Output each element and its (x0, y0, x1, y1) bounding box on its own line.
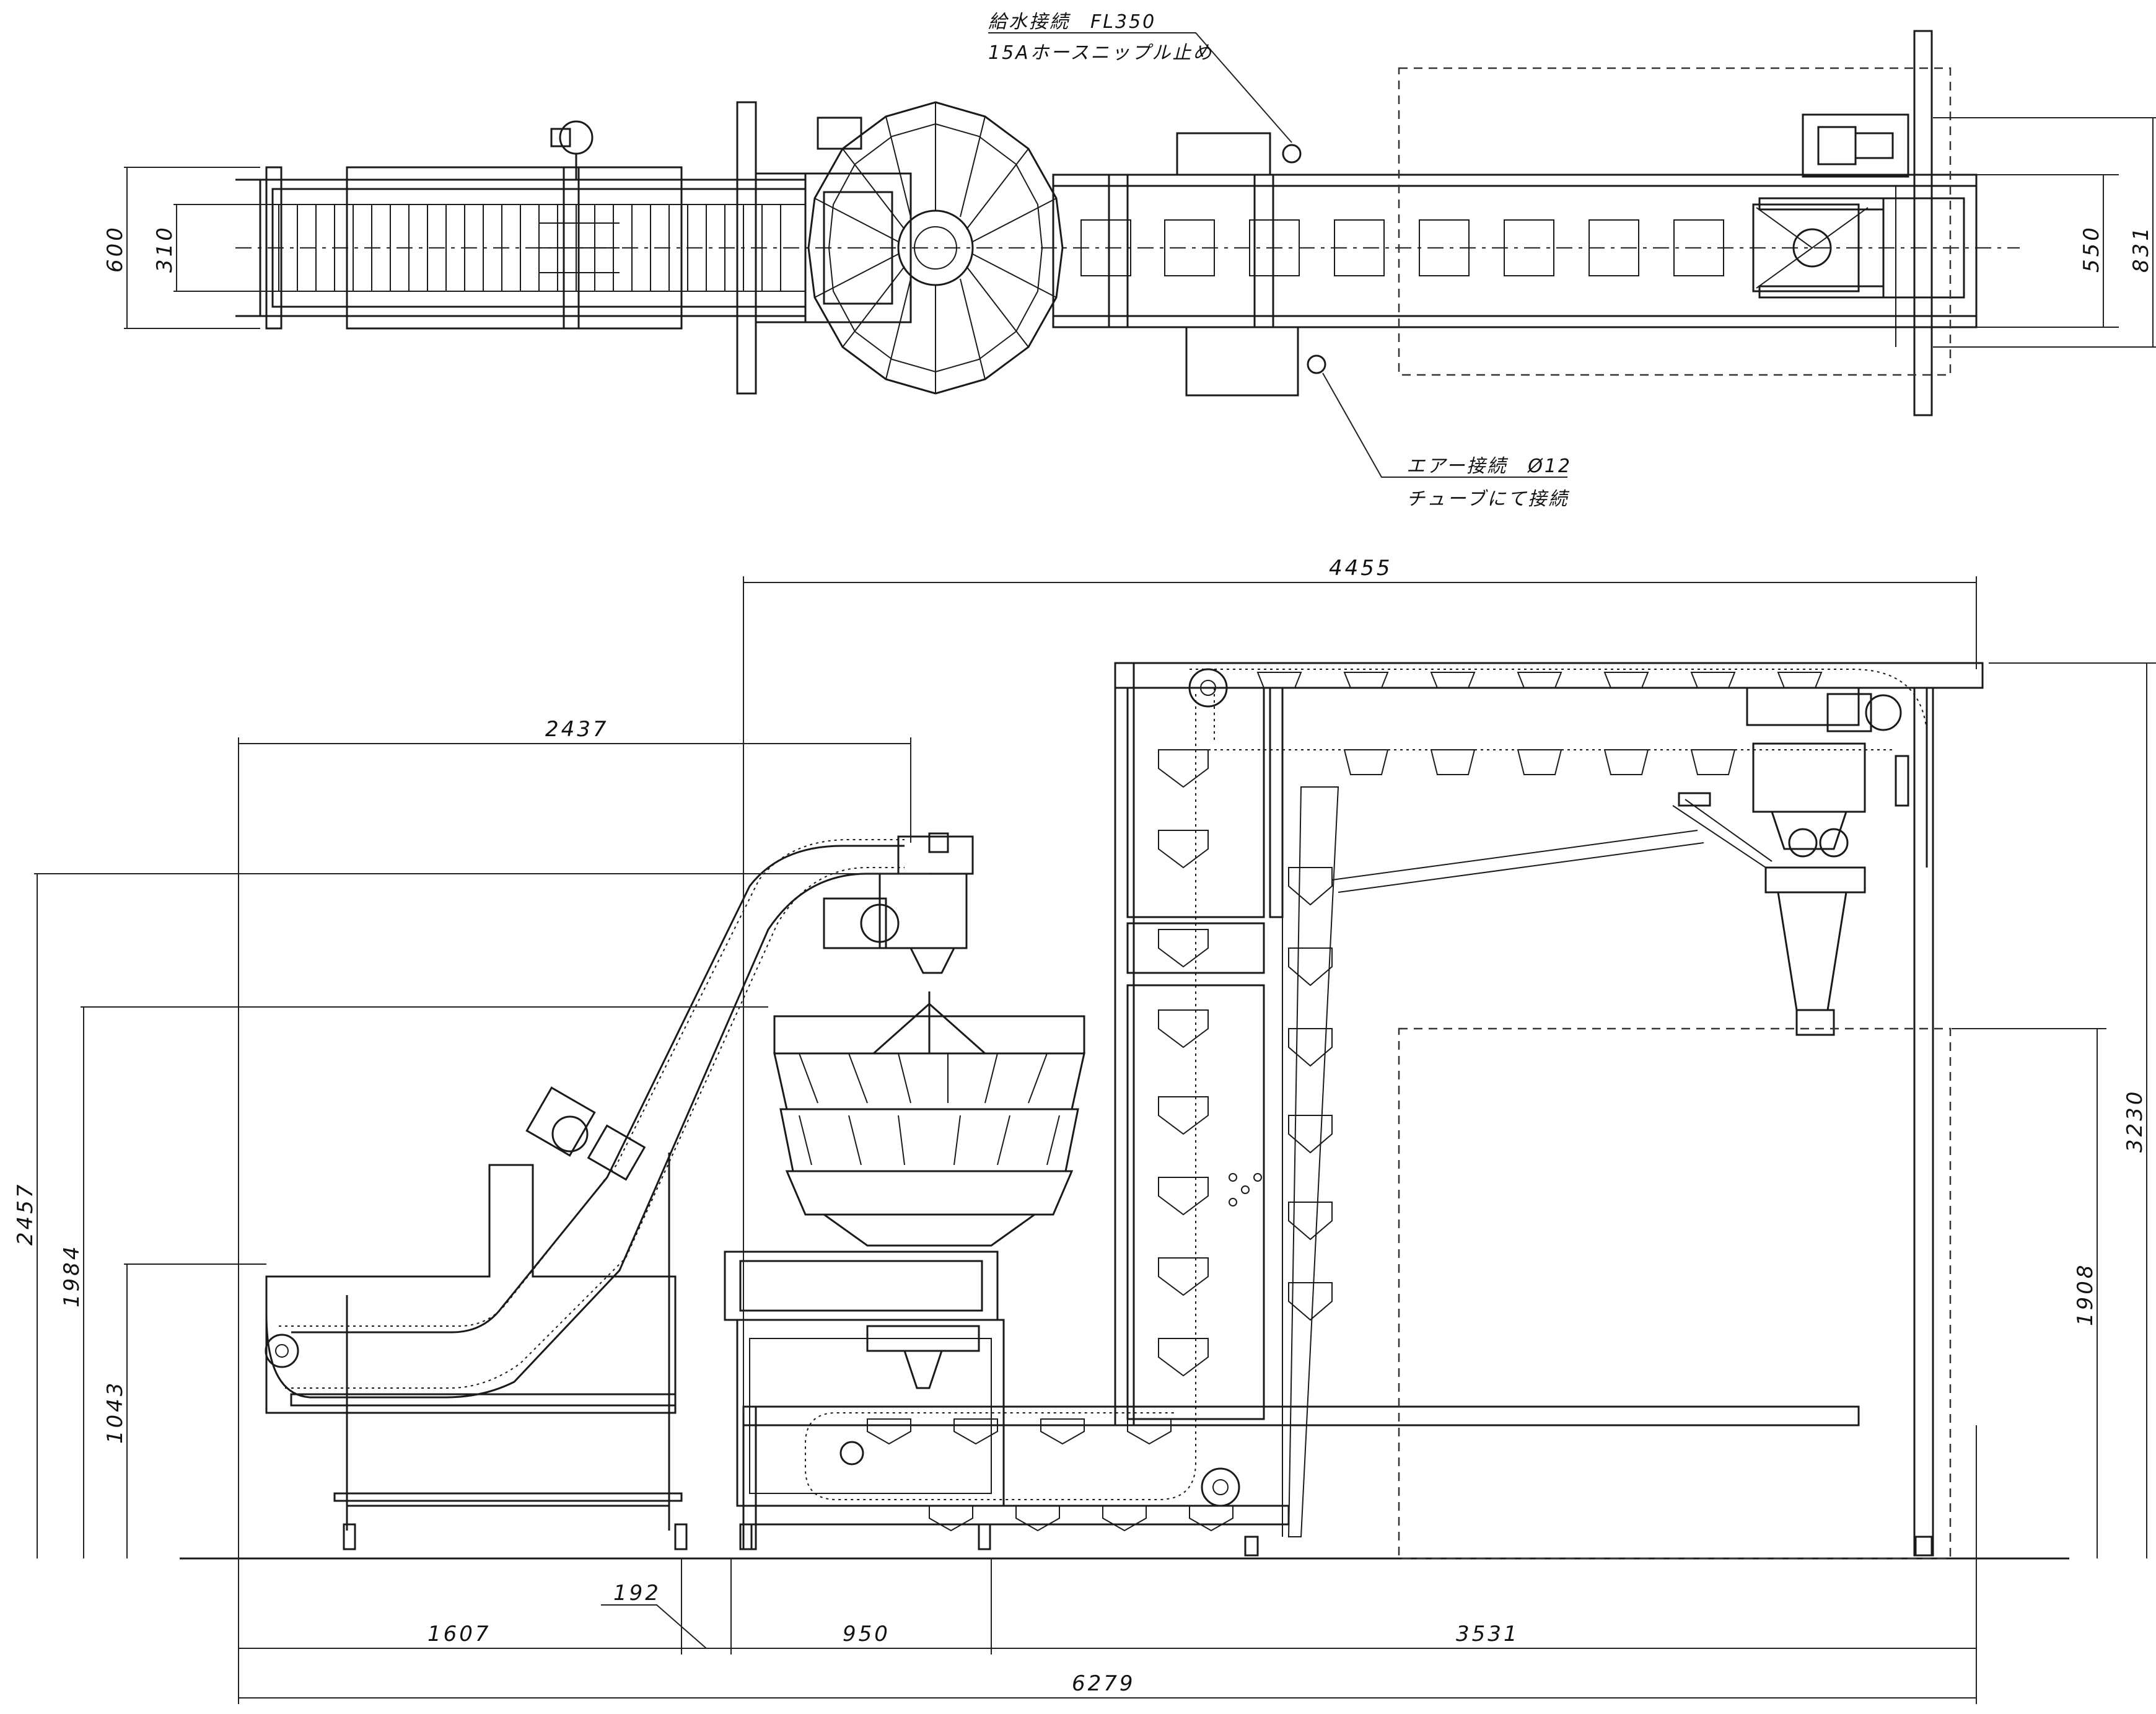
note-water-line1: 給水接続 FL350 (988, 11, 1156, 33)
plan-infeed-conveyor (235, 120, 807, 330)
dim-2457: 2457 (13, 1182, 38, 1246)
dim-950: 950 (843, 1622, 890, 1646)
dim-plan-600: 600 (103, 225, 128, 273)
dim-plan-831: 831 (2129, 225, 2154, 273)
dim-3531: 3531 (1456, 1622, 1520, 1646)
elevation-view: 4455 2437 2457 1984 1043 1908 3230 (13, 556, 2156, 1704)
dim-6279: 6279 (1072, 1671, 1136, 1696)
connection-notes: 給水接続 FL350 15Aホースニップル止め エアー接続 Ø12 チューブにて… (988, 11, 1572, 510)
note-air-line1: エアー接続 Ø12 (1406, 455, 1572, 477)
dim-1908: 1908 (2073, 1262, 2098, 1326)
dim-1043: 1043 (103, 1380, 128, 1444)
plan-bucket-elevator (1052, 30, 1978, 416)
elevation-dimensions: 4455 2437 2457 1984 1043 1908 3230 (13, 556, 2156, 1704)
dim-3230: 3230 (2123, 1089, 2147, 1153)
dim-plan-550: 550 (2079, 225, 2104, 273)
dim-4455: 4455 (1329, 556, 1393, 581)
plan-dimensions: 600 310 550 831 (103, 117, 2156, 348)
note-air-line2: チューブにて接続 (1406, 488, 1570, 510)
dim-1984: 1984 (59, 1244, 84, 1307)
incline-conveyor (265, 832, 974, 1550)
dim-192: 192 (613, 1581, 661, 1606)
plan-weigher-head (736, 101, 1064, 395)
dim-1607: 1607 (427, 1622, 491, 1646)
plan-view: 600 310 550 831 給水接続 FL350 15Aホースニップル止め … (103, 11, 2156, 510)
dim-plan-310: 310 (152, 225, 177, 273)
multihead-weigher (724, 991, 1085, 1550)
note-water-line2: 15Aホースニップル止め (988, 42, 1213, 64)
bucket-elevator (742, 662, 1984, 1560)
dim-2437: 2437 (545, 717, 609, 742)
